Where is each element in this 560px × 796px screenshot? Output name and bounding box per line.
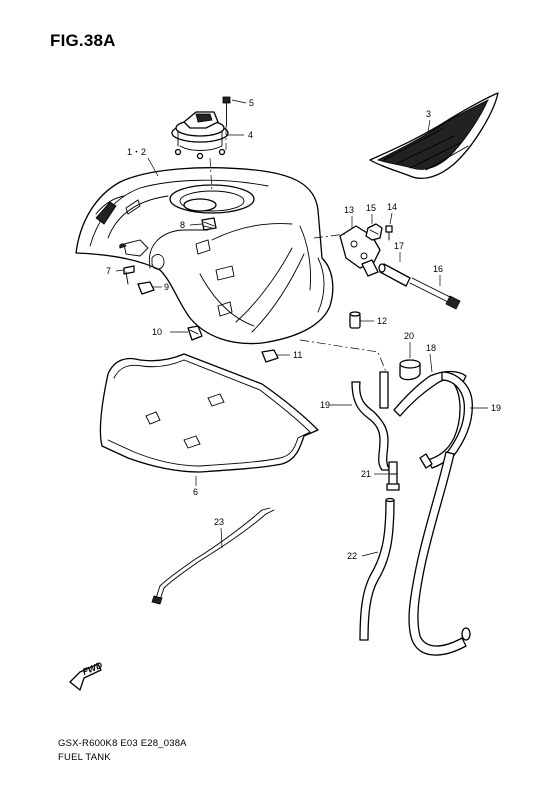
callout-label: 1・2 bbox=[127, 147, 146, 157]
callout-label: 14 bbox=[387, 202, 397, 212]
tank-prop-rod-23 bbox=[151, 507, 275, 605]
clamp-10 bbox=[187, 325, 203, 341]
callout-label: 15 bbox=[366, 203, 376, 213]
fuel-tank bbox=[75, 167, 334, 345]
clamp-20 bbox=[399, 359, 421, 381]
nut-9 bbox=[137, 281, 155, 295]
callout-label: 19 bbox=[491, 403, 501, 413]
cushion-8 bbox=[201, 217, 217, 231]
model-code: GSX-R600K8 E03 E28_038A bbox=[58, 738, 187, 749]
leader-lines bbox=[115, 99, 488, 557]
tank-cushion-6 bbox=[99, 353, 319, 473]
callout-label: 12 bbox=[377, 316, 387, 326]
collar-17 bbox=[378, 263, 411, 287]
callout-label: 4 bbox=[248, 130, 253, 140]
bolt-16 bbox=[409, 277, 461, 310]
bolt-5 bbox=[222, 96, 231, 127]
joint-21 bbox=[386, 461, 400, 491]
drain-hose-22 bbox=[359, 497, 395, 641]
figure-title: FIG.38A bbox=[50, 31, 116, 50]
cushion-15 bbox=[365, 223, 383, 241]
callout-label: 6 bbox=[193, 487, 198, 497]
screw-7 bbox=[123, 265, 135, 285]
callout-label: 19 bbox=[320, 400, 330, 410]
callout-label: 8 bbox=[180, 220, 185, 230]
link-pump-tank bbox=[209, 157, 213, 193]
forward-direction-arrow: FWD bbox=[69, 660, 104, 691]
callout-label: 13 bbox=[344, 205, 354, 215]
callout-label: 5 bbox=[249, 98, 254, 108]
callout-label: 10 bbox=[152, 327, 162, 337]
cushion-12 bbox=[349, 311, 361, 329]
callout-label: 11 bbox=[293, 350, 302, 360]
callout-label: 22 bbox=[347, 551, 357, 561]
link-tank-hose bbox=[299, 339, 387, 373]
callout-labels: 1・2 3 4 5 6 7 8 9 10 11 12 13 14 15 16 1… bbox=[106, 98, 501, 561]
callout-label: 20 bbox=[404, 331, 414, 341]
clamp-11 bbox=[261, 349, 279, 363]
fuel-pump-assembly bbox=[171, 111, 229, 160]
overflow-hose bbox=[408, 451, 471, 656]
heat-shield-pad bbox=[369, 92, 499, 179]
callout-label: 3 bbox=[426, 109, 431, 119]
hose-19-left bbox=[351, 371, 391, 471]
callout-label: 7 bbox=[106, 266, 111, 276]
callout-label: 23 bbox=[214, 517, 224, 527]
screw-14 bbox=[385, 225, 393, 241]
callout-label: 17 bbox=[394, 241, 404, 251]
callout-label: 21 bbox=[361, 469, 371, 479]
section-name: FUEL TANK bbox=[58, 752, 111, 763]
callout-label: 9 bbox=[164, 282, 169, 292]
callout-label: 18 bbox=[426, 343, 436, 353]
callout-label: 16 bbox=[433, 264, 443, 274]
link-tank-bracket bbox=[313, 233, 347, 239]
